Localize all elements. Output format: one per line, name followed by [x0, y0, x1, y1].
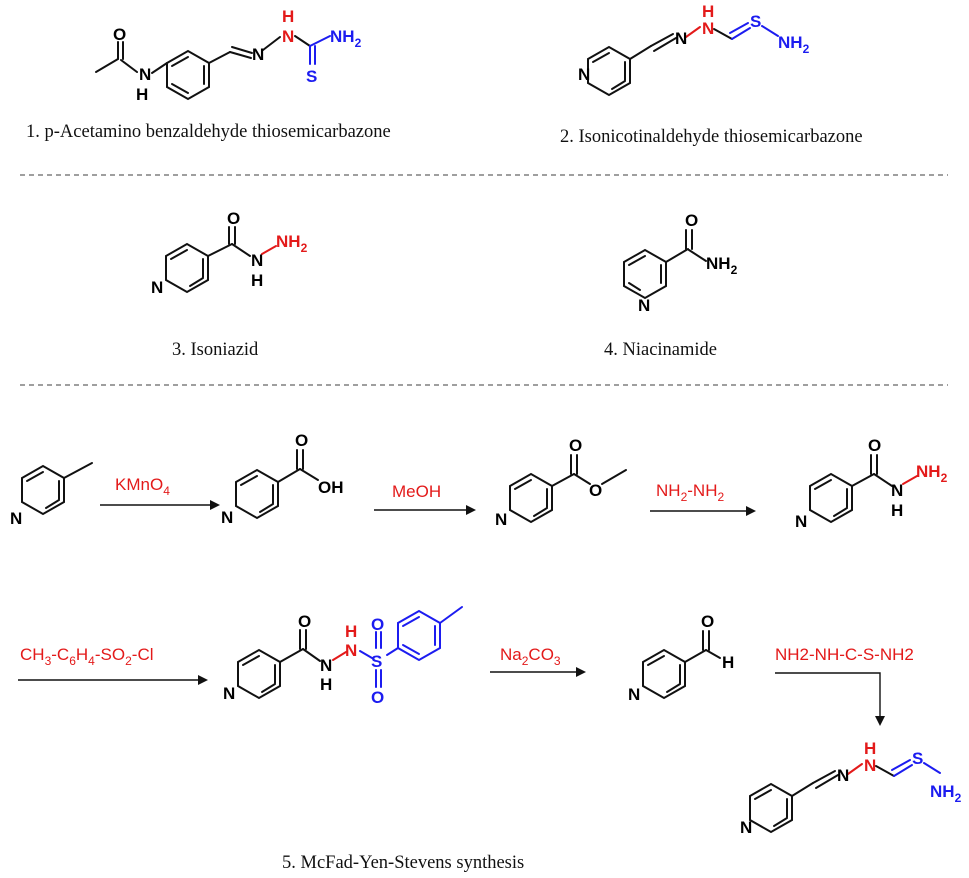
reaction-arrow-na2co3: [490, 667, 586, 677]
atom-s: S: [912, 749, 923, 768]
atom-n: N: [139, 65, 151, 84]
atom-h: H: [345, 622, 357, 641]
isonicotinic-acid-structure: O N OH: [221, 431, 344, 527]
caption-5: 5. McFad-Yen-Stevens synthesis: [282, 853, 524, 873]
atom-n: N: [675, 29, 687, 48]
atom-o: O: [298, 612, 311, 631]
atom-h: H: [722, 653, 734, 672]
reaction-arrow-meoh: [374, 505, 476, 515]
atom-h: H: [702, 2, 714, 21]
atom-o: O: [701, 612, 714, 631]
reaction-arrow-kmno4: [100, 500, 220, 510]
atom-n: N: [638, 296, 650, 315]
atom-oh: OH: [318, 478, 344, 497]
atom-o: O: [371, 615, 384, 634]
methylpyridine-structure: N: [10, 462, 93, 528]
atom-n: N: [320, 656, 332, 675]
atom-n: N: [282, 27, 294, 46]
atom-n: N: [795, 512, 807, 531]
atom-o: O: [589, 481, 602, 500]
atom-o: O: [685, 211, 698, 230]
compound-2-structure: N N H N S NH2: [578, 2, 810, 97]
atom-nh2: NH2: [778, 33, 810, 56]
isonicotinaldehyde-structure: O N H: [628, 612, 734, 704]
atom-n: N: [702, 19, 714, 38]
atom-n: N: [864, 756, 876, 775]
atom-n: N: [495, 510, 507, 529]
atom-n: N: [223, 684, 235, 703]
atom-h: H: [282, 7, 294, 26]
atom-o: O: [295, 431, 308, 450]
atom-o: O: [371, 688, 384, 707]
isoniazid-product-structure: O N N H NH2: [795, 436, 948, 531]
reagent-thiosemicarbazide: NH2-NH-C-S-NH2: [775, 645, 914, 664]
reaction-arrow-tscl: [18, 675, 208, 685]
atom-s: S: [306, 67, 317, 86]
reagent-hydrazine: NH2-NH2: [656, 481, 724, 504]
reagent-meoh: MeOH: [392, 482, 441, 501]
final-product-structure: N N H N S NH2: [740, 739, 962, 837]
methyl-ester-structure: O O N: [495, 436, 627, 529]
reaction-arrow-thiosemicarbazide: [775, 672, 885, 726]
atom-n: N: [151, 278, 163, 297]
tosylhydrazide-structure: O N N H H N S O O: [223, 606, 463, 707]
atom-h: H: [136, 85, 148, 104]
atom-n: N: [345, 641, 357, 660]
caption-2: 2. Isonicotinaldehyde thiosemicarbazone: [560, 127, 863, 147]
compound-4-structure: O N NH2: [623, 211, 738, 315]
atom-o: O: [569, 436, 582, 455]
compound-3-structure: O N N H NH2: [151, 209, 308, 297]
atom-h: H: [251, 271, 263, 290]
atom-nh2: NH2: [916, 462, 948, 485]
atom-n: N: [628, 685, 640, 704]
compound-1-structure: O N H N H N NH2 S: [95, 7, 362, 104]
caption-1: 1. p-Acetamino benzaldehyde thiosemicarb…: [26, 122, 391, 142]
atom-n: N: [891, 481, 903, 500]
caption-3: 3. Isoniazid: [172, 340, 259, 360]
atom-s: S: [371, 652, 382, 671]
atom-h: H: [891, 501, 903, 520]
atom-n: N: [251, 251, 263, 270]
atom-n: N: [578, 65, 590, 84]
reaction-arrow-hydrazine: [650, 506, 756, 516]
atom-nh2: NH2: [930, 782, 962, 805]
atom-nh2: NH2: [706, 254, 738, 277]
atom-nh2: NH2: [276, 232, 308, 255]
atom-o: O: [227, 209, 240, 228]
atom-h: H: [864, 739, 876, 758]
atom-h: H: [320, 675, 332, 694]
atom-n: N: [252, 45, 264, 64]
caption-4: 4. Niacinamide: [604, 340, 717, 360]
reagent-tosyl-chloride: CH3-C6H4-SO2-Cl: [20, 645, 154, 668]
atom-n: N: [221, 508, 233, 527]
atom-o: O: [868, 436, 881, 455]
atom-n: N: [10, 509, 22, 528]
reagent-kmno4: KMnO4: [115, 475, 170, 498]
atom-s: S: [750, 12, 761, 31]
reagent-sodium-carbonate: Na2CO3: [500, 645, 561, 668]
atom-n: N: [837, 766, 849, 785]
atom-n: N: [740, 818, 752, 837]
atom-o: O: [113, 25, 126, 44]
atom-nh2: NH2: [330, 27, 362, 50]
